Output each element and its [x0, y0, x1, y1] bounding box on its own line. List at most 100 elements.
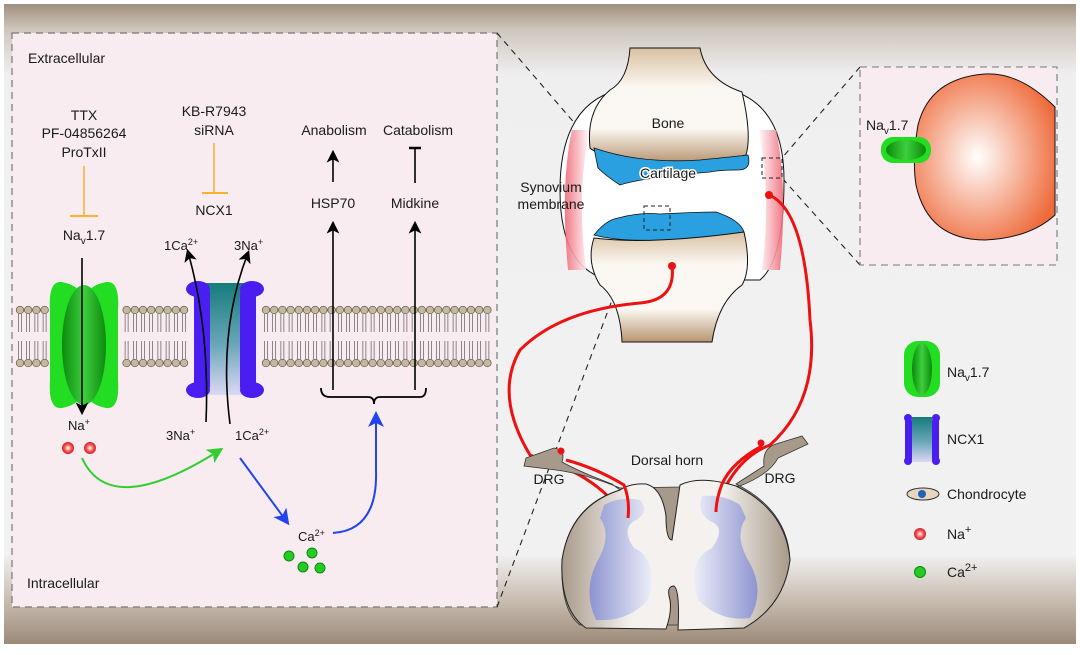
lipid-head: [286, 305, 295, 315]
lipid-head: [417, 358, 426, 368]
lipid-head: [261, 305, 271, 315]
lipid-tail: [485, 314, 490, 332]
lipid-tail: [436, 314, 440, 332]
lipid-head: [360, 305, 369, 315]
lipid-tail: [18, 314, 22, 332]
lipid-tail: [272, 341, 276, 359]
lipid-head: [311, 358, 320, 368]
legend-label-nav17: Nav1.7: [947, 364, 990, 384]
lipid-head: [384, 358, 394, 368]
lipid-head: [24, 305, 33, 315]
lipid-tail: [174, 341, 178, 359]
catabolism-label: Catabolism: [383, 122, 453, 138]
bone-label: Bone: [652, 115, 685, 131]
lipid-tail: [354, 341, 358, 359]
nerve-ending-synovium: [765, 191, 773, 199]
nerve-ending-bone: [668, 262, 676, 270]
extracellular-label: Extracellular: [28, 50, 105, 66]
lipid-tail: [149, 341, 153, 359]
na-ion: [62, 442, 74, 454]
lipid-tail: [165, 314, 170, 332]
lipid-head: [409, 305, 418, 315]
lipid-tail: [477, 341, 481, 359]
lipid-tail: [321, 341, 326, 359]
lipid-tail: [403, 341, 408, 359]
lipid-head: [466, 305, 476, 315]
lipid-head: [286, 358, 295, 368]
lipid-head: [163, 305, 172, 315]
lipid-head: [393, 305, 402, 315]
lipid-head: [179, 358, 189, 368]
lipid-head: [442, 358, 451, 368]
ca-ion: [314, 562, 326, 574]
lipid-tail: [124, 341, 129, 359]
lipid-tail: [444, 314, 449, 332]
lipid-tail: [469, 341, 473, 359]
legend-item-chondrocyte: Chondrocyte: [906, 486, 1027, 502]
lipid-bilayer: [15, 305, 492, 368]
lipid-tail: [26, 341, 30, 359]
lipid-head: [171, 305, 180, 315]
synovium-label-line2: membrane: [518, 196, 585, 212]
grey-matter-right: [694, 495, 758, 619]
lipid-tail: [157, 314, 162, 332]
legend-item-ncx1: NCX1: [904, 414, 985, 465]
legend-label-chondrocyte: Chondrocyte: [947, 486, 1027, 502]
inhibitor-sirna: siRNA: [194, 122, 234, 138]
lipid-head: [163, 358, 172, 368]
lipid-head: [425, 358, 435, 368]
lipid-head: [376, 305, 385, 315]
lipid-head: [319, 358, 328, 368]
ncx-bottom-left-ion: 3Na+: [166, 427, 195, 443]
lipid-tail: [420, 314, 424, 332]
lipid-tail: [452, 341, 457, 359]
na-ion: [84, 442, 96, 454]
lipid-head: [147, 305, 156, 315]
lipid-head: [417, 305, 426, 315]
synovium-zoom-box: [761, 157, 783, 179]
lipid-tail: [370, 314, 375, 332]
synovium-right: [758, 130, 784, 270]
lipid-tail: [280, 341, 285, 359]
cell-soma: [913, 73, 1056, 241]
anabolism-label: Anabolism: [301, 122, 366, 138]
lipid-tail: [157, 341, 162, 359]
lipid-tail: [321, 314, 326, 332]
lipid-head: [466, 358, 476, 368]
lipid-tail: [469, 314, 473, 332]
ncx1-label: NCX1: [195, 202, 233, 218]
lipid-head: [393, 358, 402, 368]
lipid-head: [15, 305, 25, 315]
spinal-cord: Dorsal horn DRG DRG: [523, 435, 809, 631]
lipid-head: [483, 305, 492, 315]
na-to-ncx-arrow: [81, 447, 224, 488]
lipid-head: [475, 305, 484, 315]
lipid-head: [352, 358, 361, 368]
lipid-tail: [18, 341, 22, 359]
inhibitor-pf04856264: PF-04856264: [42, 125, 127, 141]
lipid-head: [270, 358, 279, 368]
nav17-inhibitors: TTX PF-04856264 ProTxII: [42, 107, 127, 160]
lipid-tail: [428, 314, 432, 332]
lipid-tail: [461, 341, 465, 359]
lipid-tail: [149, 314, 153, 332]
lipid-tail: [42, 341, 47, 359]
lipid-head: [40, 305, 49, 315]
ca-efflux-arrow: [184, 248, 208, 423]
nav17-inhibition-bar: [70, 166, 98, 217]
signaling-brace: [320, 387, 427, 405]
lipid-head: [138, 305, 148, 315]
lipid-tail: [346, 341, 350, 359]
midkine-label: Midkine: [391, 195, 439, 211]
lipid-head: [294, 305, 303, 315]
lipid-head: [122, 305, 131, 315]
lipid-head: [401, 358, 410, 368]
lipid-head: [450, 358, 459, 368]
lipid-head: [360, 358, 369, 368]
lipid-tail: [165, 341, 170, 359]
lipid-tail: [461, 314, 465, 332]
lipid-head: [302, 305, 312, 315]
lipid-head: [384, 305, 394, 315]
lipid-head: [409, 358, 418, 368]
nav17-label: Nav1.7: [63, 227, 106, 247]
